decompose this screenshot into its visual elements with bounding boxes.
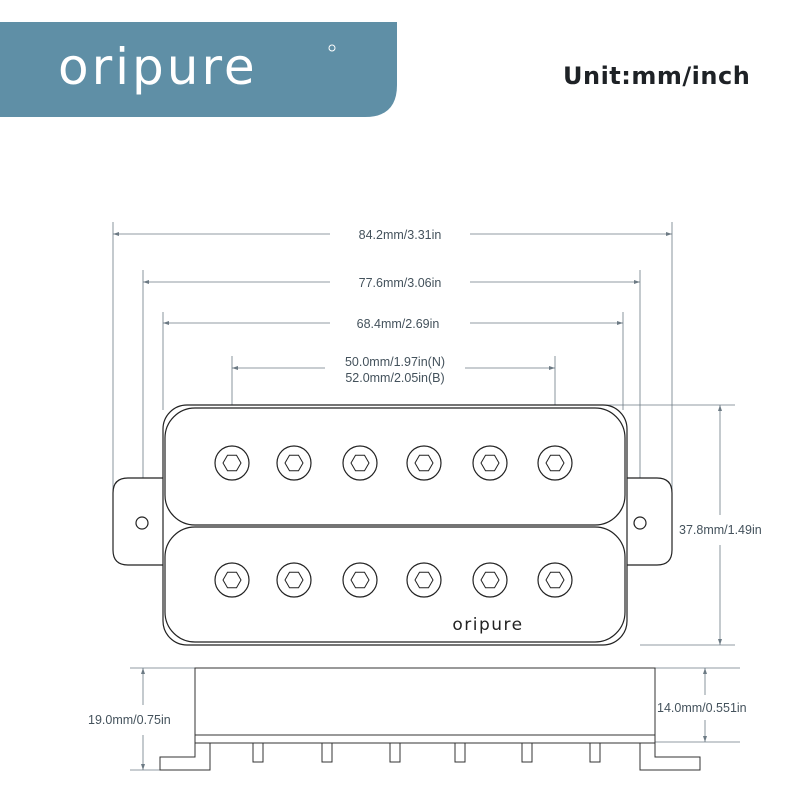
side-foot-left: [159, 742, 211, 771]
side-pin: [252, 742, 264, 763]
hex-screw-icon: [480, 454, 500, 472]
pole-piece: [472, 562, 508, 598]
pole-piece: [342, 562, 378, 598]
pole-pieces: [214, 445, 573, 598]
side-cover: [194, 667, 656, 736]
side-pin: [521, 742, 533, 763]
hex-screw-icon: [414, 454, 434, 472]
mounting-hole-right: [633, 516, 647, 530]
pole-spacing-bridge-label: 52.0mm/2.05in(B): [345, 371, 444, 385]
hex-screw-icon: [545, 571, 565, 589]
side-pin: [454, 742, 466, 763]
side-pin: [589, 742, 601, 763]
pole-piece: [406, 562, 442, 598]
side-pins: [252, 742, 601, 763]
hex-screw-icon: [284, 571, 304, 589]
hex-screw-icon: [350, 571, 370, 589]
pole-piece: [276, 562, 312, 598]
hex-screw-icon: [350, 454, 370, 472]
pole-piece: [537, 562, 573, 598]
total-height-label: 19.0mm/0.75in: [88, 713, 171, 727]
cover-logo: oripure: [452, 615, 523, 635]
side-foot-right: [639, 742, 701, 771]
pickup-side-view: [159, 667, 701, 771]
hex-screw-icon: [480, 571, 500, 589]
logo-banner: [0, 22, 397, 117]
pole-piece: [472, 445, 508, 481]
pole-piece: [406, 445, 442, 481]
side-baseplate: [194, 734, 656, 744]
bobbin-bottom: [164, 526, 626, 643]
pole-piece: [214, 445, 250, 481]
hex-screw-icon: [222, 571, 242, 589]
pickup-top-view: [112, 404, 673, 646]
cover-width-label: 68.4mm/2.69in: [357, 317, 440, 331]
hex-screw-icon: [545, 454, 565, 472]
pole-piece: [342, 445, 378, 481]
bobbin-top: [164, 407, 626, 526]
mounting-ear-right: [621, 477, 673, 566]
registered-mark-icon: [328, 44, 336, 52]
overall-width-label: 84.2mm/3.31in: [359, 228, 442, 242]
pole-piece: [537, 445, 573, 481]
dimension-lines: [112, 222, 740, 771]
side-pin: [389, 742, 401, 763]
brand-logo: oripure: [58, 38, 258, 96]
hex-screw-icon: [222, 454, 242, 472]
pole-piece: [214, 562, 250, 598]
mounting-hole-left: [135, 516, 149, 530]
unit-label: Unit:mm/inch: [563, 62, 751, 90]
cover-height-label: 14.0mm/0.551in: [657, 701, 747, 715]
pole-piece: [276, 445, 312, 481]
side-pin: [321, 742, 333, 763]
pole-spacing-neck-label: 50.0mm/1.97in(N): [345, 355, 445, 369]
ear-hole-spacing-label: 77.6mm/3.06in: [359, 276, 442, 290]
hex-screw-icon: [284, 454, 304, 472]
hex-screw-icon: [414, 571, 434, 589]
dimension-arrows: [113, 232, 722, 770]
cover-length-label: 37.8mm/1.49in: [679, 523, 762, 537]
